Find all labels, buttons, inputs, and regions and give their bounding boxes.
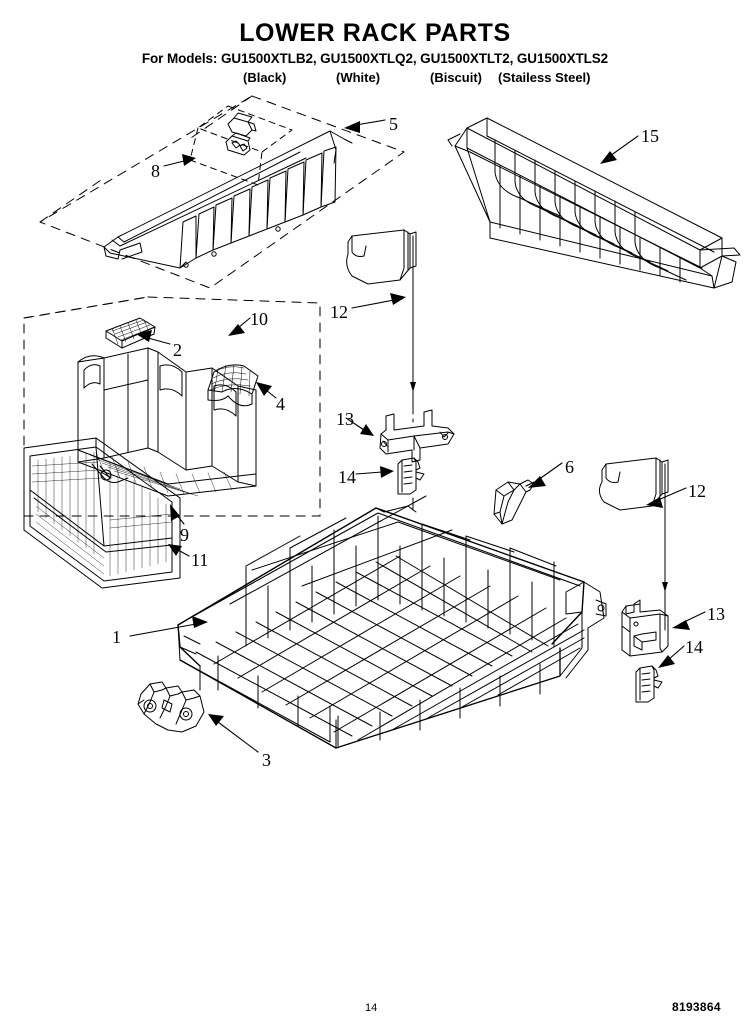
- callout-4: 4: [276, 394, 285, 414]
- callout-14-center: 14: [338, 467, 356, 487]
- finish-label-white: (White): [336, 70, 381, 86]
- callout-9: 9: [180, 525, 189, 545]
- publication-code: 8193864: [672, 1000, 721, 1014]
- part-13-corner-bracket-right: [621, 599, 669, 657]
- callout-12-center: 12: [330, 302, 348, 322]
- callout-11: 11: [191, 550, 209, 570]
- page-number: 14: [365, 1002, 378, 1014]
- part-8-clips: [225, 112, 257, 156]
- callout-15: 15: [641, 126, 659, 146]
- callout-5: 5: [389, 114, 398, 134]
- callout-10: 10: [250, 309, 268, 329]
- page-header: LOWER RACK PARTS For Models: GU1500XTLB2…: [0, 0, 750, 86]
- part-14-retainer-clip-center: [397, 457, 425, 495]
- part-13-corner-bracket-center: [379, 409, 455, 463]
- finish-label-biscuit: (Biscuit): [430, 70, 482, 86]
- part-15-wire-tray: [447, 117, 741, 289]
- models-line: For Models: GU1500XTLB2, GU1500XTLQ2, GU…: [141, 51, 609, 67]
- callout-3: 3: [262, 750, 271, 770]
- callout-12-right: 12: [688, 481, 706, 501]
- finish-labels: (Black) (White) (Biscuit) (Stailess Stee…: [0, 70, 750, 86]
- part-10-silverware-basket: [77, 347, 257, 497]
- group-box-5: [39, 95, 405, 289]
- part-14-retainer-clip-right: [635, 665, 663, 703]
- part-1-lower-dishrack: [177, 495, 607, 749]
- part-12-stop-clip-center: [346, 229, 417, 285]
- page-title: LOWER RACK PARTS: [239, 19, 511, 47]
- leader-lines: [129, 119, 706, 753]
- part-11-filter-screen: [23, 437, 181, 589]
- part-4-curved-mesh-lid: [207, 364, 259, 407]
- finish-label-black: (Black): [243, 70, 287, 86]
- callout-1: 1: [112, 627, 121, 647]
- group-box-8: [189, 105, 293, 186]
- callout-6: 6: [565, 457, 574, 477]
- callout-13-right: 13: [707, 604, 725, 624]
- callout-2: 2: [173, 340, 182, 360]
- part-5-deflector-ramp: [103, 130, 353, 269]
- callout-8: 8: [151, 161, 160, 181]
- finish-label-stainless: (Stailess Steel): [498, 70, 591, 86]
- callout-14-right: 14: [685, 637, 703, 657]
- part-6-spray-nozzle: [493, 479, 535, 525]
- part-3-roller-wheel: [137, 681, 205, 733]
- callout-13-center: 13: [336, 409, 354, 429]
